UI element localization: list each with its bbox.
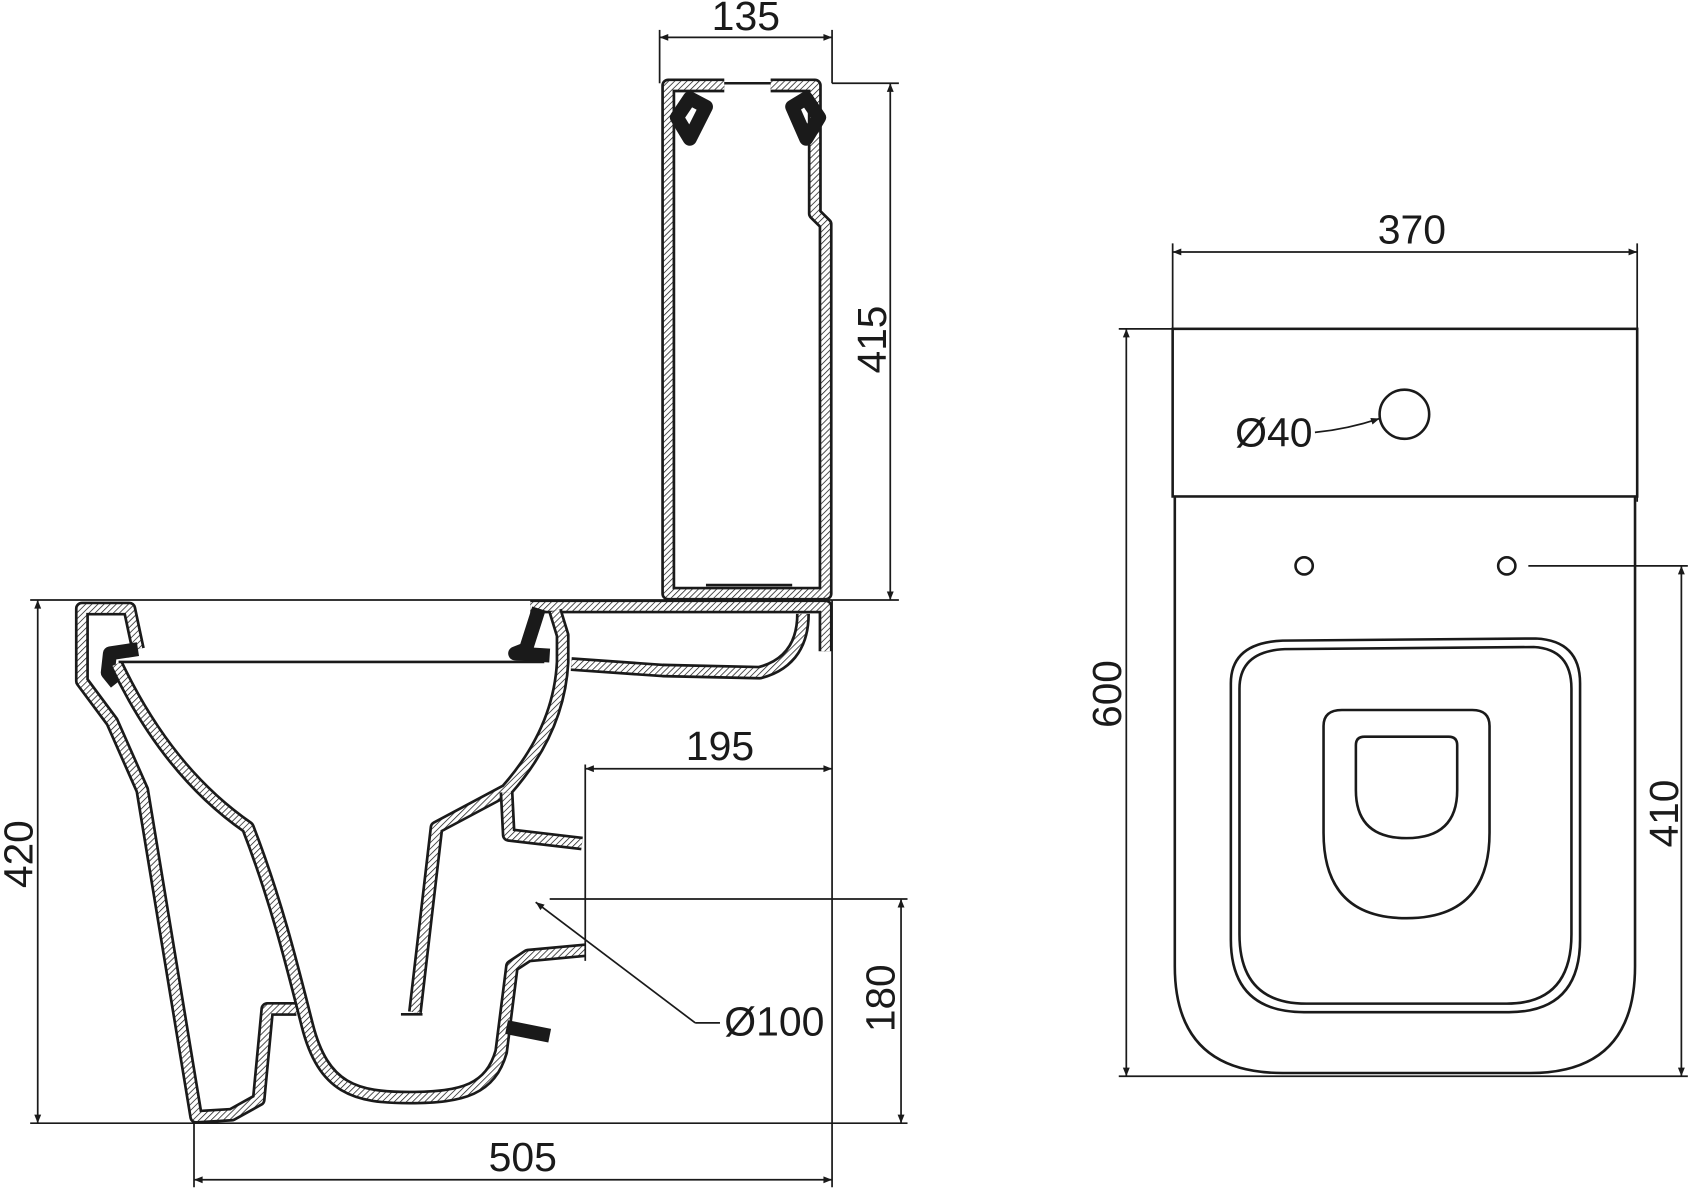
dimension-label: 505 [489, 1134, 557, 1180]
bowl-section [74, 599, 833, 1124]
fixing-hole [1294, 556, 1315, 576]
dimension-label: 410 [1641, 780, 1687, 848]
dimension-label: Ø40 [1235, 409, 1312, 455]
dimension-label: 420 [0, 820, 41, 888]
dimension-415: 415 [832, 82, 899, 601]
seat-outline [1229, 637, 1582, 1014]
dimension-195: 195 [584, 723, 833, 961]
tap-hole [1378, 388, 1431, 441]
dimension-420: 420 [0, 599, 908, 1125]
dimension-label: 415 [849, 306, 895, 374]
dimension-label: Ø100 [724, 999, 824, 1045]
dimension-label: 195 [686, 723, 754, 769]
bowl-opening [1322, 708, 1491, 920]
dimension-outlet-diameter: Ø100 [535, 901, 824, 1045]
dimension-label: 135 [712, 0, 780, 39]
dimension-135: 135 [658, 0, 833, 84]
dimension-600: 600 [1084, 327, 1688, 1078]
fixing-hole [1496, 556, 1517, 576]
cistern-section [661, 78, 833, 601]
dimension-label: 600 [1084, 660, 1130, 728]
dimension-505: 505 [193, 600, 833, 1188]
dimension-label: 370 [1378, 207, 1446, 253]
dimension-180: 180 [549, 898, 908, 1124]
dimension-370: 370 [1171, 207, 1639, 502]
dimension-tap-hole-diameter: Ø40 [1235, 409, 1380, 455]
dimension-label: 180 [857, 964, 903, 1032]
dimension-410: 410 [1528, 565, 1688, 1077]
